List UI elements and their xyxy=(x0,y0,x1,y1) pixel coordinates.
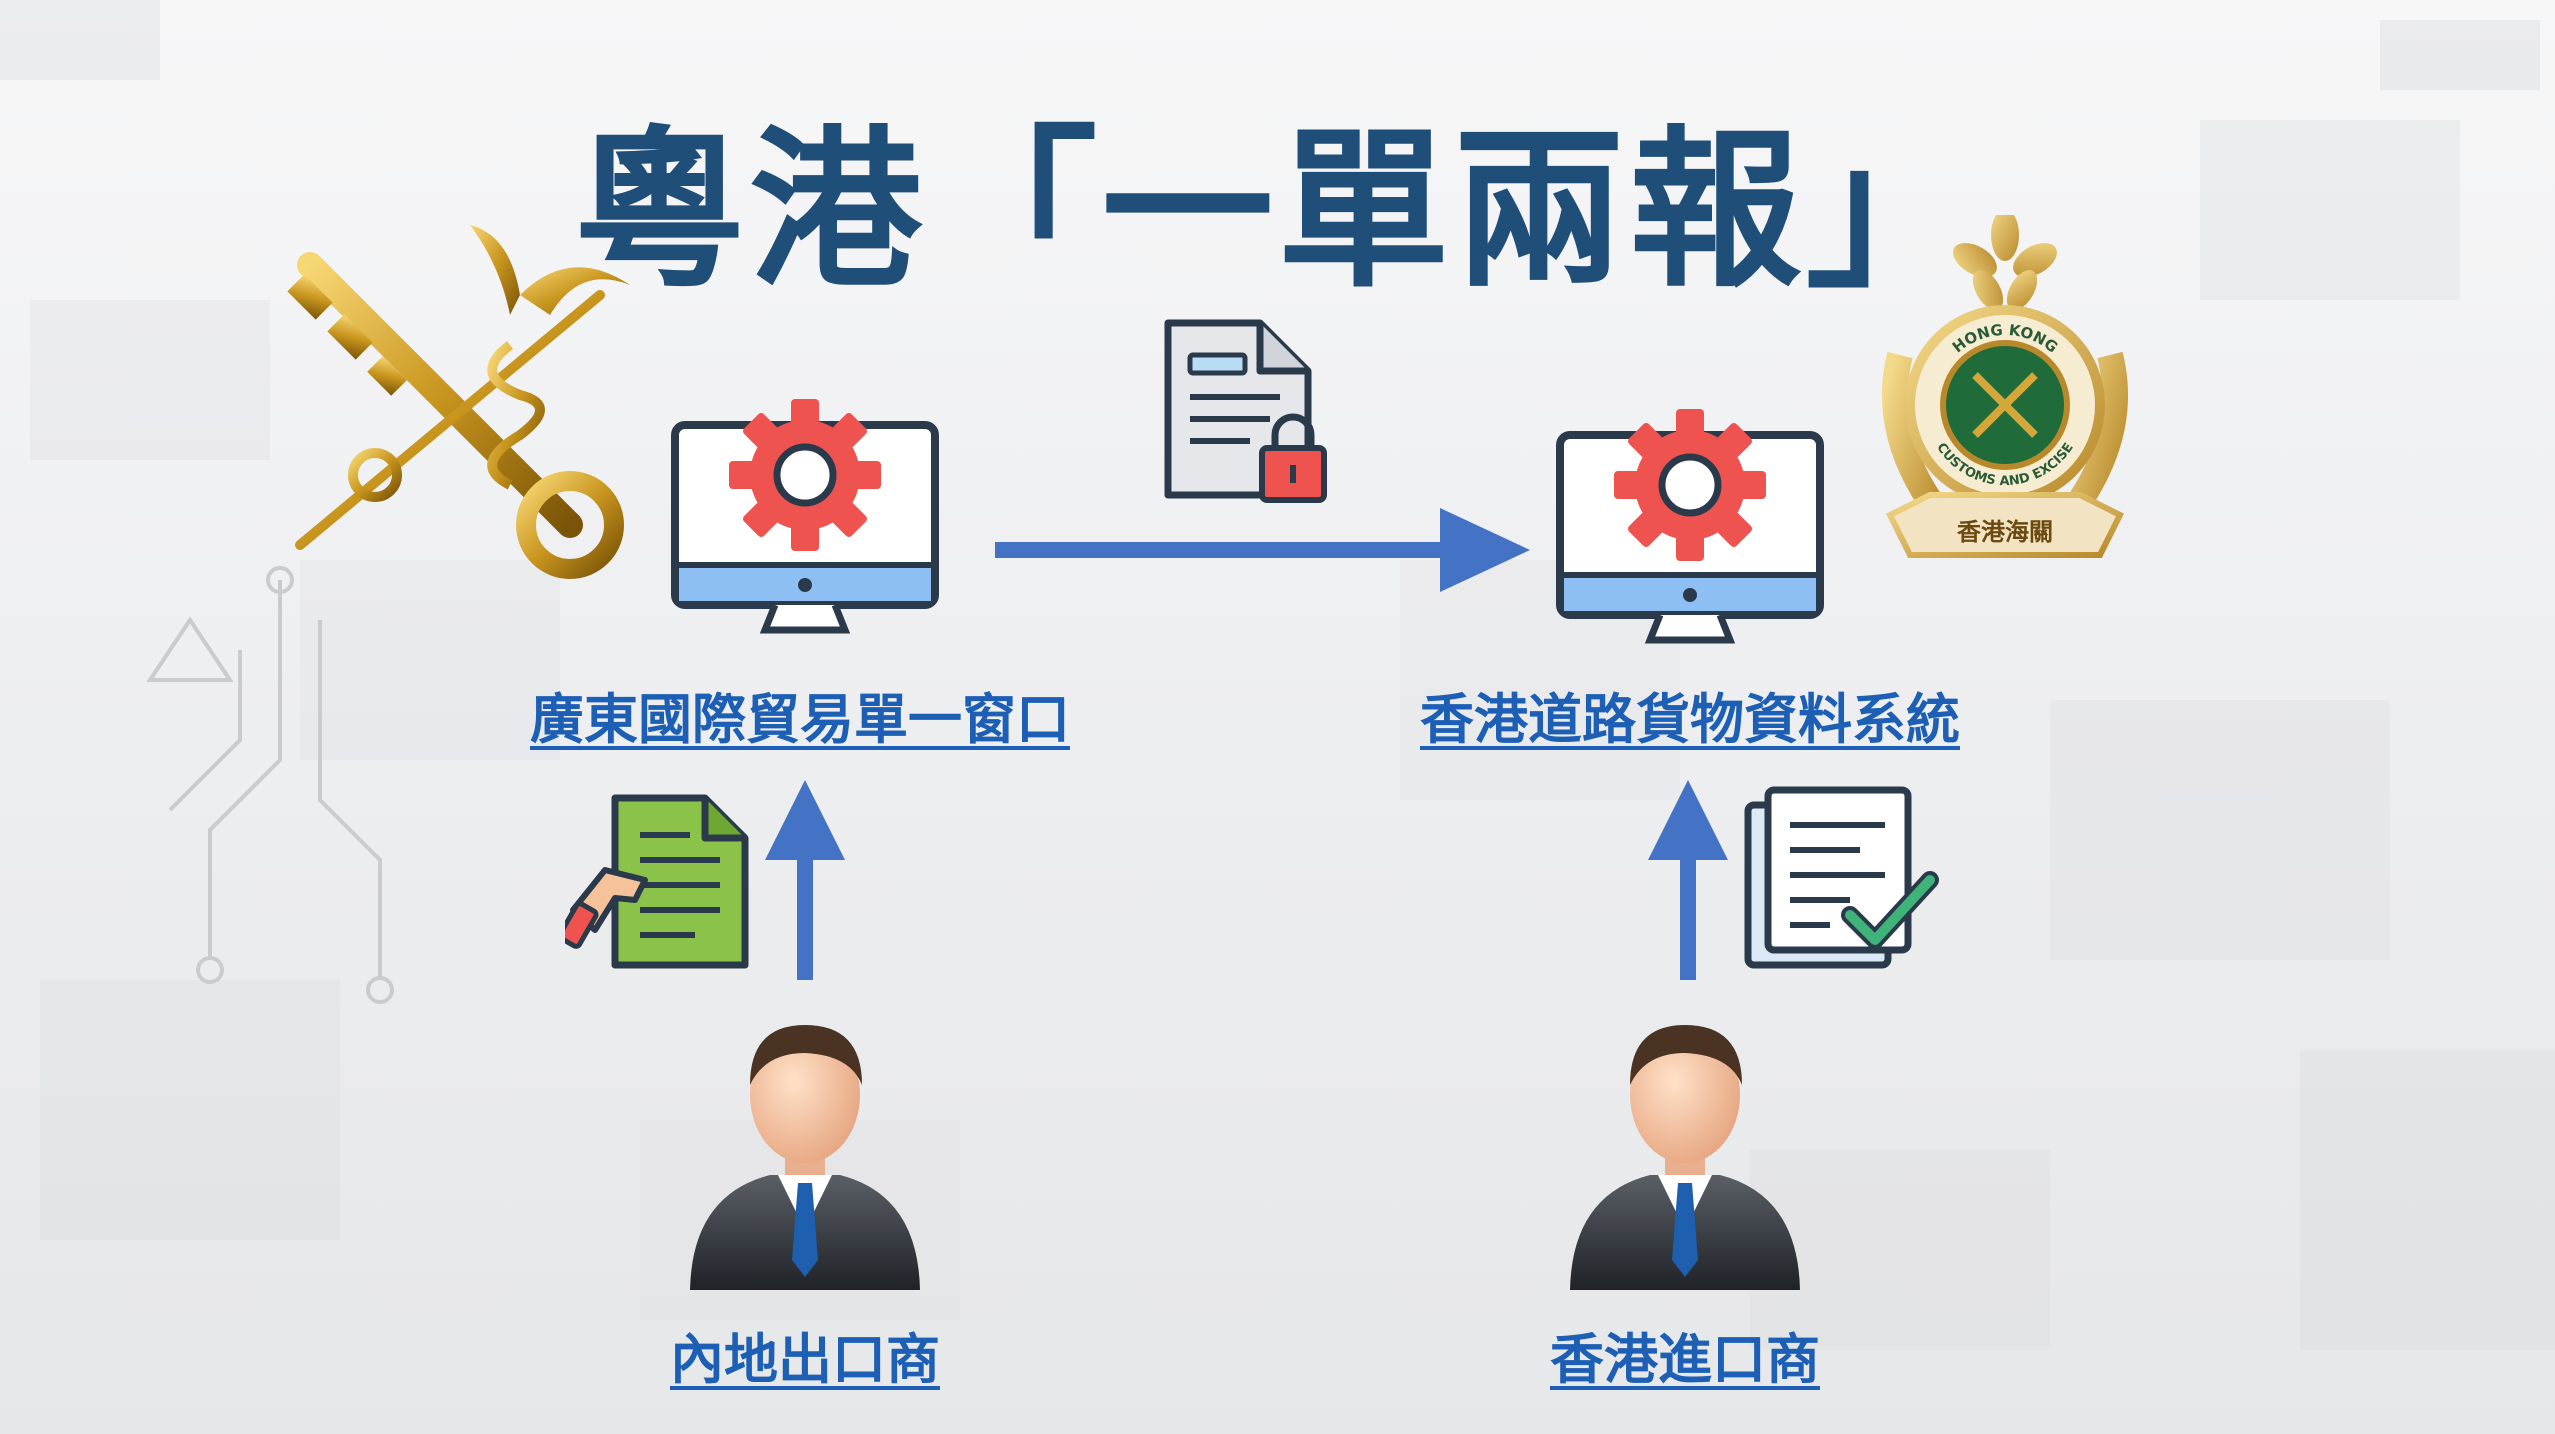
hand-document-icon xyxy=(565,794,749,969)
gd-window-monitor-icon xyxy=(671,399,939,634)
gear-icon xyxy=(729,399,881,551)
exporter-submit-arrow xyxy=(765,780,845,980)
hk-system-monitor-icon xyxy=(1556,409,1824,644)
gd-single-window-link[interactable]: 廣東國際貿易單一窗口 xyxy=(530,688,1070,751)
hk-customs-emblem: HONG KONG CUSTOMS AND EXCISE 香港海關 xyxy=(1882,215,2128,558)
customs-keys-emblem xyxy=(287,225,630,579)
gear-icon xyxy=(1614,409,1766,561)
approved-document-icon xyxy=(1744,786,1939,969)
mainland-exporter-link[interactable]: 內地出口商 xyxy=(670,1328,940,1391)
transmit-arrow xyxy=(995,508,1530,592)
hk-importer-link[interactable]: 香港進口商 xyxy=(1550,1328,1820,1391)
importer-submit-arrow xyxy=(1648,780,1728,980)
exporter-person-icon xyxy=(690,1025,920,1290)
emblem-ribbon-text: 香港海關 xyxy=(1957,518,2053,546)
importer-person-icon xyxy=(1570,1025,1800,1290)
hk-road-cargo-system-link[interactable]: 香港道路貨物資料系統 xyxy=(1420,688,1960,751)
circuit-decoration xyxy=(146,566,394,1004)
page-title: 粵港「一單兩報」 xyxy=(573,110,1982,311)
locked-document-icon xyxy=(1164,319,1327,503)
